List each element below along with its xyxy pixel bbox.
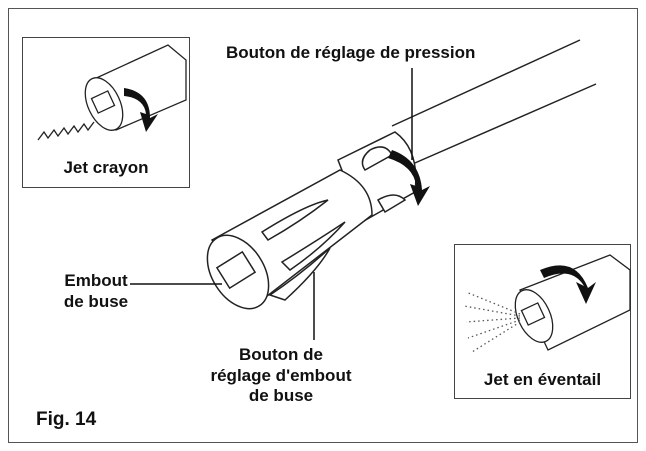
fan-jet-drawing [463,254,631,353]
pressure-knob-label: Bouton de réglage de pression [226,43,476,62]
leader-lines [130,68,413,340]
nozzle-adjust-label-line: Bouton de [238,345,324,364]
wand-shaft [391,39,597,167]
nozzle-body [206,169,373,310]
nozzle-tip-label-line: de buse [63,291,129,311]
nozzle-tip-label: Embout de buse [56,271,136,312]
nozzle-adjust-knob-label: Bouton de réglage d'embout de buse [196,345,366,407]
pencil-jet-label: Jet crayon [63,158,149,177]
fan-jet-label: Jet en éventail [483,370,602,389]
pencil-jet-drawing [37,44,187,141]
rotation-arrow-icon [388,150,430,206]
figure-number: Fig. 14 [36,409,97,430]
nozzle-tip-label-line: Embout [64,271,128,290]
nozzle-adjust-label-line: réglage d'embout [210,365,352,385]
nozzle-adjust-label-line: de buse [248,386,314,406]
